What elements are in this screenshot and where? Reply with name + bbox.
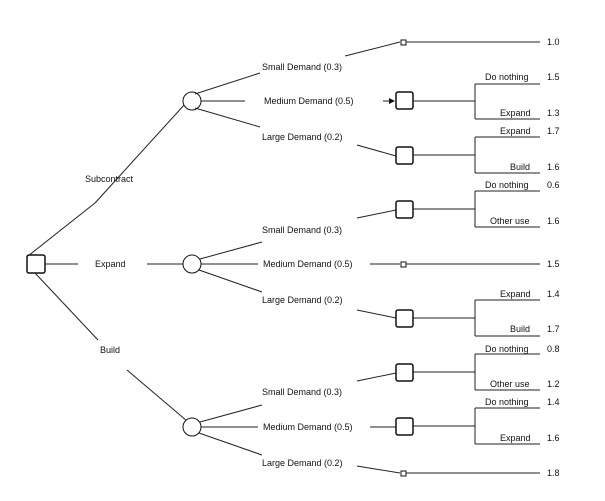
payoff-value: 1.6 <box>547 216 560 226</box>
outcome-label: Large Demand (0.2) <box>262 132 343 142</box>
payoff-value: 1.4 <box>547 289 560 299</box>
outcome-label: Medium Demand (0.5) <box>263 422 353 432</box>
outcome-label: Medium Demand (0.5) <box>263 259 353 269</box>
outcome-label: Medium Demand (0.5) <box>264 96 354 106</box>
terminal-node <box>400 261 407 268</box>
alt-label-build: Build <box>100 345 120 355</box>
chance-node-expand <box>182 254 202 274</box>
decision-option-label: Do nothing <box>485 72 529 82</box>
payoff-value: 1.7 <box>547 126 560 136</box>
outcome-label: Small Demand (0.3) <box>262 225 342 235</box>
decision-option-label: Expand <box>500 433 531 443</box>
decision-node <box>395 146 414 165</box>
alt-label-subcontract: Subcontract <box>85 174 134 184</box>
outcome-label: Large Demand (0.2) <box>262 295 343 305</box>
payoff-value: 1.4 <box>547 397 560 407</box>
decision-option-label: Expand <box>500 289 531 299</box>
decision-option-label: Do nothing <box>485 344 529 354</box>
arrow-icon <box>389 98 395 104</box>
payoff-value: 1.2 <box>547 379 560 389</box>
payoff-value: 0.8 <box>547 344 560 354</box>
decision-node <box>395 417 414 436</box>
outcome-label: Large Demand (0.2) <box>262 458 343 468</box>
decision-option-label: Other use <box>490 216 530 226</box>
payoff-value: 1.3 <box>547 108 560 118</box>
decision-option-label: Do nothing <box>485 397 529 407</box>
terminal-node <box>400 39 407 46</box>
chance-node-subcontract <box>182 91 202 111</box>
payoff-value: 1.6 <box>547 433 560 443</box>
outcome-label: Small Demand (0.3) <box>262 62 342 72</box>
payoff-value: 0.6 <box>547 180 560 190</box>
payoff-value: 1.6 <box>547 162 560 172</box>
payoff-value: 1.5 <box>547 72 560 82</box>
payoff-value: 1.7 <box>547 324 560 334</box>
decision-node <box>395 363 414 382</box>
decision-node <box>395 200 414 219</box>
decision-option-label: Build <box>510 324 530 334</box>
terminal-node <box>400 470 407 477</box>
decision-node <box>395 91 414 110</box>
decision-option-label: Other use <box>490 379 530 389</box>
payoff-value: 1.5 <box>547 259 560 269</box>
decision-option-label: Expand <box>500 108 531 118</box>
chance-node-build <box>182 417 202 437</box>
payoff-value: 1.8 <box>547 468 560 478</box>
alt-label-expand: Expand <box>95 259 126 269</box>
root-decision-node <box>26 254 46 274</box>
payoff-value: 1.0 <box>547 37 560 47</box>
decision-option-label: Build <box>510 162 530 172</box>
outcome-label: Small Demand (0.3) <box>262 387 342 397</box>
decision-option-label: Expand <box>500 126 531 136</box>
decision-option-label: Do nothing <box>485 180 529 190</box>
decision-node <box>395 309 414 328</box>
